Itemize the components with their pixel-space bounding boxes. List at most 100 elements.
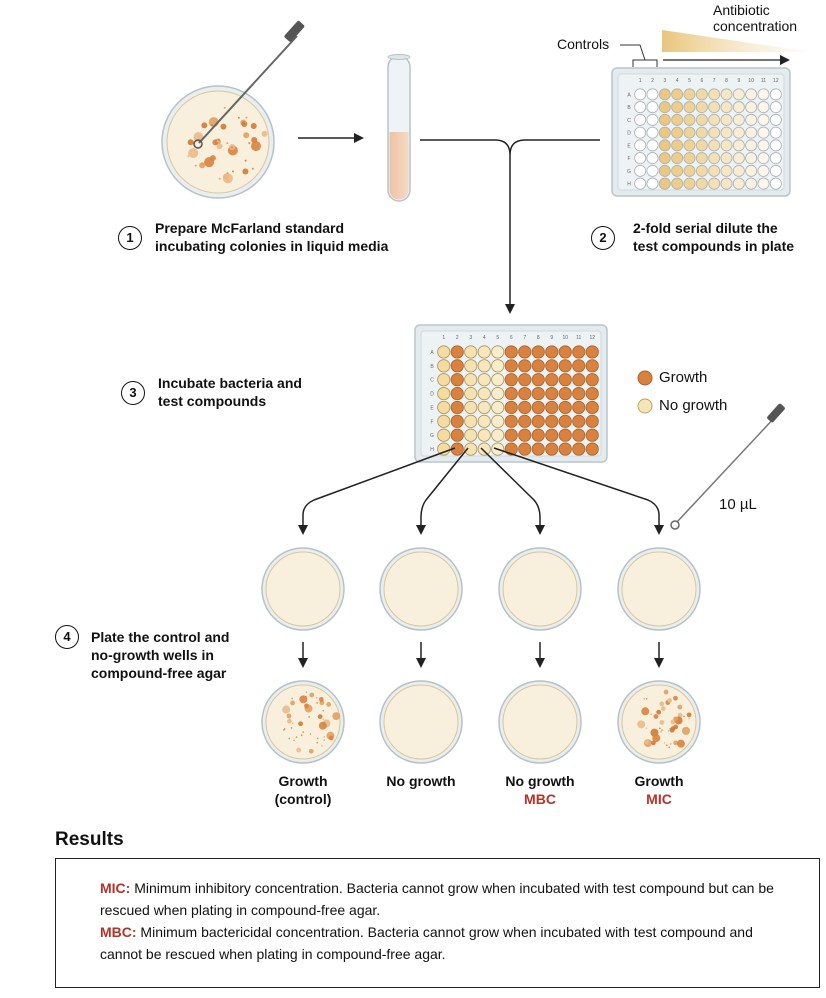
colony — [659, 727, 661, 730]
well-E8 — [531, 400, 545, 414]
well-E1 — [437, 400, 451, 414]
well-H11 — [757, 177, 770, 190]
well-G4 — [671, 164, 684, 177]
row-label: H — [430, 447, 434, 453]
colony — [250, 122, 257, 129]
colony — [652, 734, 661, 743]
outcome-label: Growth (control) — [243, 772, 363, 808]
well-B7 — [708, 101, 721, 114]
well-H1 — [437, 442, 451, 456]
well-H10 — [558, 442, 572, 456]
well-B2 — [450, 359, 464, 373]
colony — [316, 741, 319, 744]
well-D11 — [757, 126, 770, 139]
row-label: F — [430, 419, 433, 425]
colony — [641, 707, 650, 716]
colony — [673, 716, 679, 722]
colony — [218, 177, 221, 180]
well-D8 — [720, 126, 733, 139]
well-D5 — [683, 126, 696, 139]
colony — [298, 721, 303, 727]
well-B11 — [757, 101, 770, 114]
well-D2 — [646, 126, 659, 139]
column-label: 11 — [576, 335, 581, 341]
column-label: 6 — [510, 335, 513, 341]
outcome-label: Growth MIC — [599, 772, 719, 808]
well-F1 — [437, 414, 451, 428]
column-label: 11 — [761, 78, 766, 84]
colony — [644, 739, 650, 745]
well-G10 — [745, 164, 758, 177]
colony — [251, 141, 262, 152]
well-E2 — [450, 400, 464, 414]
well-H4 — [671, 177, 684, 190]
well-F3 — [464, 414, 478, 428]
step-line: Prepare McFarland standard — [155, 220, 345, 236]
well-F10 — [745, 152, 758, 165]
colony — [663, 741, 666, 744]
colony — [290, 700, 295, 706]
results-box: MIC: Minimum inhibitory concentration. B… — [55, 858, 820, 988]
colony — [673, 740, 679, 746]
step-line: incubating colonies in liquid media — [155, 238, 389, 254]
well-E3 — [464, 400, 478, 414]
colony — [660, 731, 662, 733]
well-A8 — [720, 88, 733, 101]
well-G12 — [585, 428, 599, 442]
well-C4 — [671, 113, 684, 126]
colony — [295, 736, 298, 738]
well-E3 — [658, 139, 671, 152]
well-E7 — [708, 139, 721, 152]
row-label: A — [430, 350, 434, 356]
well-F2 — [450, 414, 464, 428]
colony — [216, 140, 219, 143]
colony — [187, 139, 194, 146]
well-H11 — [572, 442, 586, 456]
well-E4 — [671, 139, 684, 152]
well-C9 — [732, 113, 745, 126]
well-A1 — [437, 345, 451, 359]
colony — [222, 173, 233, 184]
well-E4 — [477, 400, 491, 414]
colony — [667, 730, 670, 732]
legend-no-growth-dot — [637, 398, 653, 414]
colony — [676, 739, 685, 748]
outcome-label: No growth MBC — [480, 772, 600, 808]
well-A11 — [757, 88, 770, 101]
well-D7 — [708, 126, 721, 139]
legend-growth-dot — [637, 370, 653, 386]
column-label: 3 — [469, 335, 472, 341]
agar-plate-incubated — [261, 547, 345, 631]
colony — [261, 130, 268, 137]
column-label: 1 — [442, 335, 445, 341]
step-line: compound-free agar — [91, 665, 227, 681]
well-E11 — [572, 400, 586, 414]
well-D3 — [658, 126, 671, 139]
colony — [308, 716, 310, 718]
colony — [318, 697, 324, 702]
well-G8 — [720, 164, 733, 177]
well-H5 — [683, 177, 696, 190]
well-D4 — [671, 126, 684, 139]
well-D12 — [585, 387, 599, 401]
colony — [245, 116, 248, 119]
well-G11 — [572, 428, 586, 442]
well-F4 — [477, 414, 491, 428]
well-H8 — [531, 442, 545, 456]
well-A10 — [558, 345, 572, 359]
row-label: B — [627, 105, 631, 111]
well-G6 — [695, 164, 708, 177]
colony — [637, 720, 646, 729]
colony — [663, 689, 669, 695]
step-2-badge: 2 — [591, 226, 615, 250]
step-1-badge: 1 — [118, 226, 142, 250]
well-D7 — [518, 387, 532, 401]
antibiotic-concentration-label: Antibiotic concentration — [713, 2, 797, 34]
column-label: 8 — [537, 335, 540, 341]
colony — [291, 722, 294, 725]
well-E12 — [769, 139, 782, 152]
well-C11 — [572, 373, 586, 387]
well-A9 — [545, 345, 559, 359]
column-label: 12 — [773, 78, 779, 84]
